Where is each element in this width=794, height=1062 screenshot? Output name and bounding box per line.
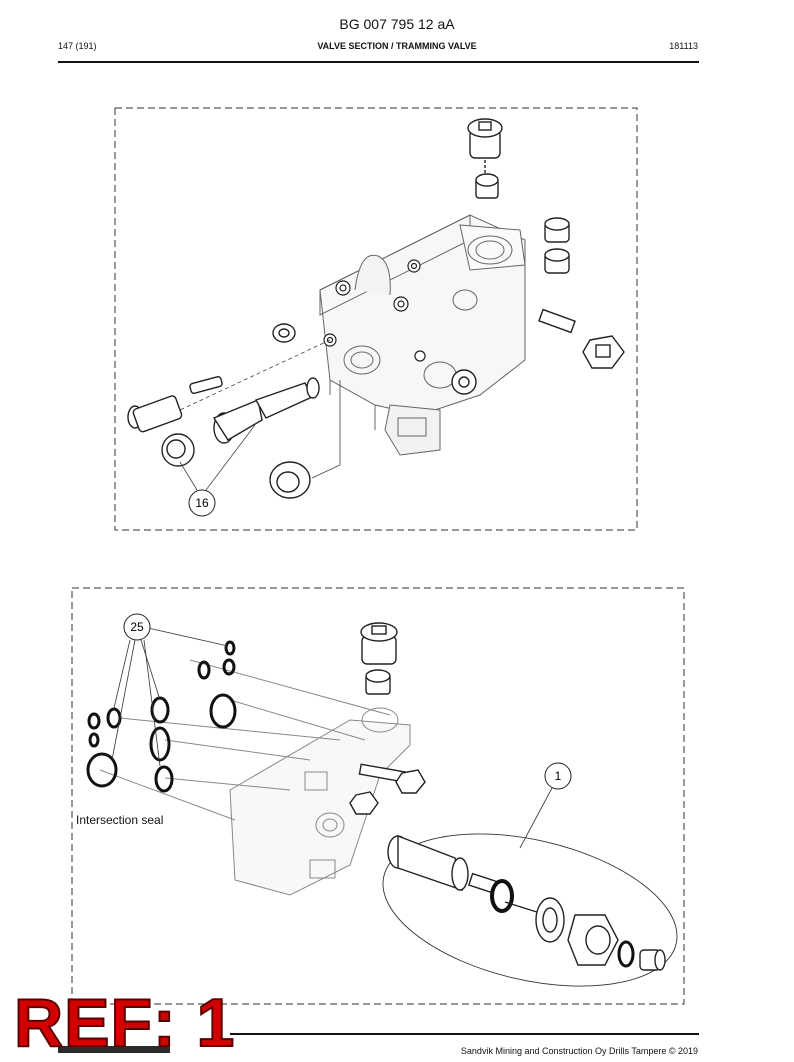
callout-16-circle xyxy=(188,489,216,517)
diagram2-valve-body xyxy=(99,659,411,896)
diagram1-frame xyxy=(114,107,638,531)
diagram2-top-plug xyxy=(360,622,398,695)
callout-25: 25 xyxy=(130,620,144,634)
callout-1: 1 xyxy=(555,769,562,783)
document-title: BG 007 795 12 aA xyxy=(339,16,455,32)
diagram1-leader-lines xyxy=(179,339,341,491)
callout-1-circle xyxy=(544,762,572,790)
diagram2-o-rings xyxy=(86,640,237,793)
diagram2-frame xyxy=(71,587,685,1005)
footer-copyright: Sandvik Mining and Construction Oy Drill… xyxy=(460,1046,698,1056)
detail-group-outline xyxy=(382,833,678,987)
page-number: 147 (191) xyxy=(58,41,97,51)
intersection-seal-label: Intersection seal xyxy=(76,813,164,827)
section-title: VALVE SECTION / TRAMMING VALVE xyxy=(317,41,477,51)
diagram1-small-plugs xyxy=(323,259,426,362)
diagram1-valve-body xyxy=(319,214,526,456)
company-logo xyxy=(58,1046,170,1053)
diagram1-left-assembly xyxy=(127,323,477,499)
header-divider xyxy=(58,61,699,63)
callout-16: 16 xyxy=(195,496,209,510)
diagram2-bolts xyxy=(349,763,426,815)
diagram1-top-plug xyxy=(467,118,503,199)
document-code: 181113 xyxy=(669,41,698,51)
callout-25-circle xyxy=(123,613,151,641)
reference-stamp: REF: 1 xyxy=(13,984,236,1062)
diagram2-detail-assembly xyxy=(387,834,666,971)
diagram1-right-plugs xyxy=(538,217,625,369)
diagram2-leader-lines xyxy=(111,627,553,849)
footer-divider xyxy=(230,1033,699,1035)
